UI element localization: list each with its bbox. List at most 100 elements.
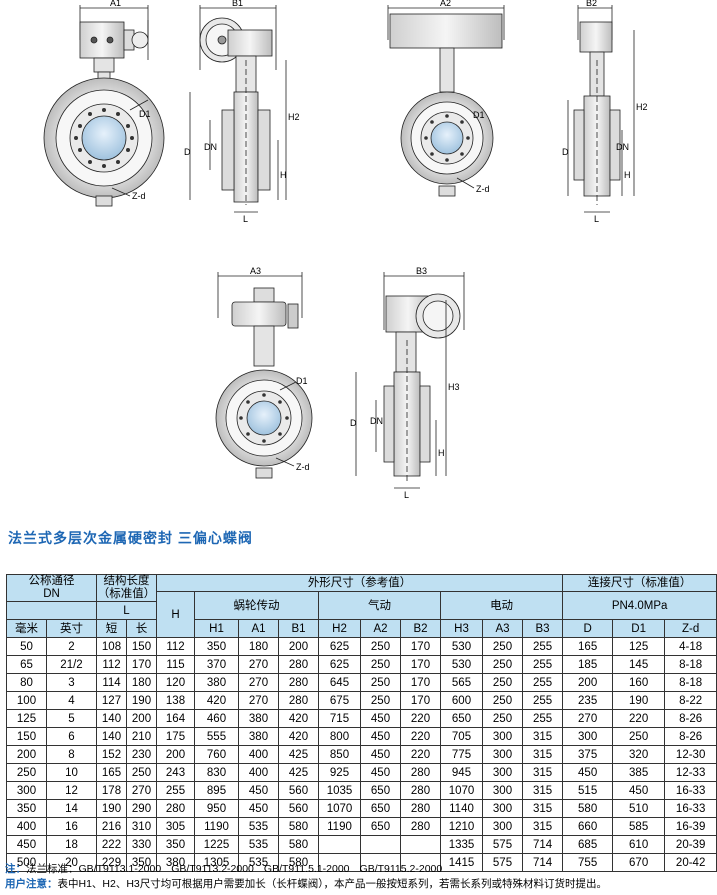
table-cell: 255 (521, 673, 564, 692)
table-cell: 850 (318, 745, 361, 764)
table-cell: 220 (612, 709, 666, 728)
table-cell: 145 (612, 655, 666, 674)
table-cell: 170 (400, 673, 441, 692)
table-cell: 310 (126, 817, 157, 836)
table-cell: 108 (96, 637, 127, 656)
valve-drawings: A1 B1 A2 B2 A3 B3 D1 Z-d D DN H2 H L D1 … (43, 0, 648, 500)
table-cell: 400 (6, 817, 47, 836)
table-cell: 250 (482, 691, 523, 710)
table-cell: 560 (278, 799, 319, 818)
header-electric: 电动 (439, 591, 564, 620)
table-cell: 625 (318, 655, 361, 674)
note-standard-1: GB/T9113.1-2000 (78, 863, 162, 875)
table-cell: 12-30 (664, 745, 717, 764)
label-a3: A3 (250, 266, 261, 276)
table-cell: 714 (521, 853, 564, 872)
header-l: L (96, 601, 157, 620)
table-cell: 280 (400, 763, 441, 782)
header-H2: H2 (318, 619, 361, 638)
header-pn: PN4.0MPa (562, 591, 717, 620)
table-cell: 200 (278, 637, 319, 656)
table-cell: 210 (126, 727, 157, 746)
table-cell: 250 (360, 637, 401, 656)
note-label-2: 用户注意： (5, 878, 58, 890)
table-cell: 190 (612, 691, 666, 710)
view-electric-front (215, 272, 313, 479)
view-electric-side (355, 272, 465, 489)
table-cell: 120 (156, 673, 195, 692)
header-blank (6, 601, 97, 620)
table-cell: 510 (612, 799, 666, 818)
header-A2: A2 (360, 619, 401, 638)
table-cell: 714 (521, 835, 564, 854)
table-cell: 330 (126, 835, 157, 854)
table-cell: 1305 (194, 853, 239, 872)
table-cell: 255 (521, 637, 564, 656)
table-cell: 1210 (440, 817, 483, 836)
table-cell: 255 (521, 709, 564, 728)
table-cell: 895 (194, 781, 239, 800)
table-cell: 200 (156, 745, 195, 764)
table-cell: 565 (440, 673, 483, 692)
view-pneumatic-side (567, 5, 635, 213)
table-cell: 535 (238, 835, 279, 854)
table-cell: 170 (400, 637, 441, 656)
table-cell: 315 (521, 781, 564, 800)
table-cell: 1070 (440, 781, 483, 800)
table-cell: 175 (156, 727, 195, 746)
table-cell: 140 (96, 727, 127, 746)
table-cell: 610 (612, 835, 666, 854)
table-cell: 535 (238, 817, 279, 836)
table-cell: 660 (562, 817, 614, 836)
table-cell: 16-33 (664, 781, 717, 800)
table-cell: 150 (6, 727, 47, 746)
header-worm: 蜗轮传动 (194, 591, 319, 620)
table-cell: 220 (400, 745, 441, 764)
table-cell: 755 (562, 853, 614, 872)
table-cell: 370 (194, 655, 239, 674)
table-cell: 315 (521, 745, 564, 764)
table-cell: 290 (126, 799, 157, 818)
table-cell: 10 (46, 763, 97, 782)
table-cell: 8-18 (664, 655, 717, 674)
label-d1-v5: D1 (296, 376, 308, 386)
table-cell: 170 (400, 655, 441, 674)
table-cell: 350 (156, 835, 195, 854)
table-cell: 715 (318, 709, 361, 728)
table-cell: 380 (156, 853, 195, 872)
header-outline: 外形尺寸（参考值） (155, 574, 564, 592)
table-cell: 190 (126, 691, 157, 710)
header-pneumatic: 气动 (318, 591, 441, 620)
label-h-v6: H (438, 448, 445, 458)
table-cell: 450 (360, 727, 401, 746)
table-cell: 450 (562, 763, 614, 782)
section-title: 法兰式多层次金属硬密封 三偏心蝶阀 (8, 530, 253, 546)
table-cell: 114 (96, 673, 127, 692)
label-d1-v3: D1 (473, 110, 485, 120)
table-cell: 420 (278, 709, 319, 728)
table-cell: 80 (6, 673, 47, 692)
header-struct-len-text: 结构长度 (103, 575, 150, 587)
table-cell: 650 (360, 817, 401, 836)
table-cell: 8-22 (664, 691, 717, 710)
table-cell: 1190 (194, 817, 239, 836)
table-cell: 100 (6, 691, 47, 710)
table-cell: 150 (126, 637, 157, 656)
label-dn-v2: DN (204, 142, 217, 152)
table-cell: 450 (612, 781, 666, 800)
table-cell: 235 (562, 691, 614, 710)
note-user-text: 表中H1、H2、H3尺寸均可根据用户需要加长（长杆蝶阀），本产品一般按短系列，若… (57, 878, 608, 890)
header-inch: 英寸 (46, 619, 97, 638)
table-cell: 180 (238, 637, 279, 656)
table-cell: 515 (562, 781, 614, 800)
table-cell: 255 (521, 691, 564, 710)
table-cell: 280 (400, 799, 441, 818)
label-h-v4: H (624, 170, 631, 180)
table-cell: 420 (278, 727, 319, 746)
